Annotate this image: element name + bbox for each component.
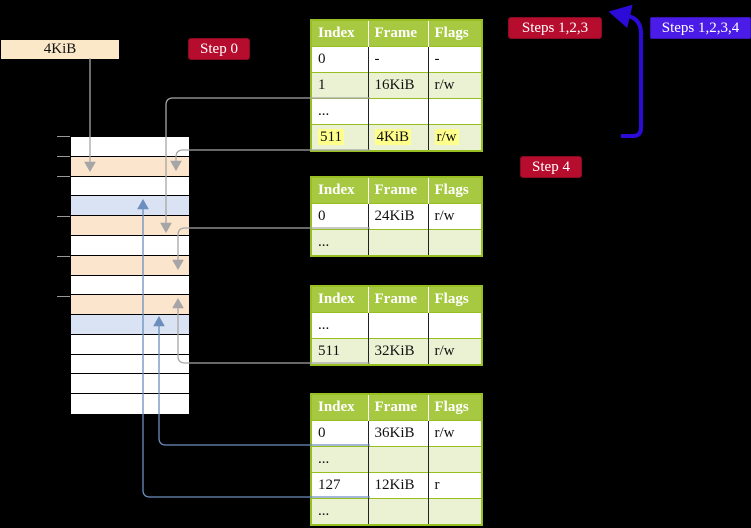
table-cell: ... bbox=[311, 229, 369, 256]
table-cell bbox=[428, 98, 482, 125]
table-cell: ... bbox=[311, 312, 369, 339]
table-row: 0-- bbox=[311, 46, 482, 73]
step-0-badge: Step 0 bbox=[188, 38, 250, 60]
table-header-cell: Frame bbox=[368, 394, 429, 421]
table-cell: 36KiB bbox=[368, 420, 429, 447]
table-header-cell: Index bbox=[311, 177, 369, 204]
table-cell: 16KiB bbox=[368, 72, 429, 99]
physical-memory-column bbox=[70, 136, 190, 415]
table-cell: r bbox=[428, 472, 482, 499]
table-cell: r/w bbox=[428, 338, 482, 365]
memory-frame-white bbox=[71, 354, 189, 375]
table-cell bbox=[428, 446, 482, 473]
memory-frame-white bbox=[71, 374, 189, 395]
table-cell: 127 bbox=[311, 472, 369, 499]
table-header-cell: Frame bbox=[368, 177, 429, 204]
table-header-cell: Flags bbox=[428, 20, 482, 47]
table-cell: 0 bbox=[311, 46, 369, 73]
memory-frame-white bbox=[71, 334, 189, 355]
arrow-loop-back-steps bbox=[608, 4, 643, 138]
memory-frame-peach bbox=[71, 255, 189, 276]
table-cell bbox=[428, 229, 482, 256]
table-cell bbox=[368, 98, 429, 125]
table-cell: 0 bbox=[311, 203, 369, 230]
table-cell: 511 bbox=[311, 124, 369, 151]
memory-frame-peach bbox=[71, 295, 189, 316]
table-row: ... bbox=[311, 446, 482, 473]
table-cell: r/w bbox=[428, 420, 482, 447]
memory-frame-peach bbox=[71, 216, 189, 236]
memory-frame-white bbox=[71, 176, 189, 197]
table-header-cell: Flags bbox=[428, 177, 482, 204]
table-row: ... bbox=[311, 498, 482, 525]
table-cell: 24KiB bbox=[368, 203, 429, 230]
memory-tick bbox=[57, 136, 70, 137]
table-cell bbox=[428, 498, 482, 525]
table-cell: 4KiB bbox=[368, 124, 429, 151]
table-cell: 12KiB bbox=[368, 472, 429, 499]
table-cell: ... bbox=[311, 446, 369, 473]
memory-frame-blue bbox=[71, 315, 189, 335]
table-cell bbox=[368, 312, 429, 339]
table-cell bbox=[428, 312, 482, 339]
memory-frame-peach bbox=[71, 156, 189, 177]
memory-frame-white bbox=[71, 275, 189, 296]
table-cell bbox=[368, 229, 429, 256]
memory-frame-white bbox=[71, 394, 189, 414]
table-header-cell: Index bbox=[311, 394, 369, 421]
table-cell: 32KiB bbox=[368, 338, 429, 365]
memory-tick bbox=[57, 156, 70, 157]
memory-tick bbox=[57, 176, 70, 177]
steps-123-badge: Steps 1,2,3 bbox=[508, 17, 602, 39]
table-header-cell: Flags bbox=[428, 286, 482, 313]
table-cell: r/w bbox=[428, 203, 482, 230]
table-cell: - bbox=[428, 46, 482, 73]
memory-frame-blue bbox=[71, 196, 189, 217]
memory-tick bbox=[57, 256, 70, 257]
step-4-badge: Step 4 bbox=[520, 156, 582, 178]
steps-1234-badge: Steps 1,2,3,4 bbox=[650, 17, 751, 39]
table-header-cell: Flags bbox=[428, 394, 482, 421]
table-header-cell: Index bbox=[311, 286, 369, 313]
table-cell: r/w bbox=[428, 72, 482, 99]
memory-tick bbox=[57, 296, 70, 297]
table-cell: r/w bbox=[428, 124, 482, 151]
table-row: ... bbox=[311, 98, 482, 125]
table-header-cell: Index bbox=[311, 20, 369, 47]
table-cell: ... bbox=[311, 498, 369, 525]
table-cell: 0 bbox=[311, 420, 369, 447]
table-cell: 1 bbox=[311, 72, 369, 99]
table-row: ... bbox=[311, 312, 482, 339]
table-cell: - bbox=[368, 46, 429, 73]
table-cell bbox=[368, 498, 429, 525]
table-cell: 511 bbox=[311, 338, 369, 365]
table-cell: ... bbox=[311, 98, 369, 125]
memory-frame-white bbox=[71, 235, 189, 256]
table-header-cell: Frame bbox=[368, 286, 429, 313]
memory-frame-white bbox=[71, 137, 189, 157]
table-header-cell: Frame bbox=[368, 20, 429, 47]
table-cell bbox=[368, 446, 429, 473]
table-row: ... bbox=[311, 229, 482, 256]
memory-tick bbox=[57, 216, 70, 217]
memory-size-label: 4KiB bbox=[1, 40, 119, 59]
